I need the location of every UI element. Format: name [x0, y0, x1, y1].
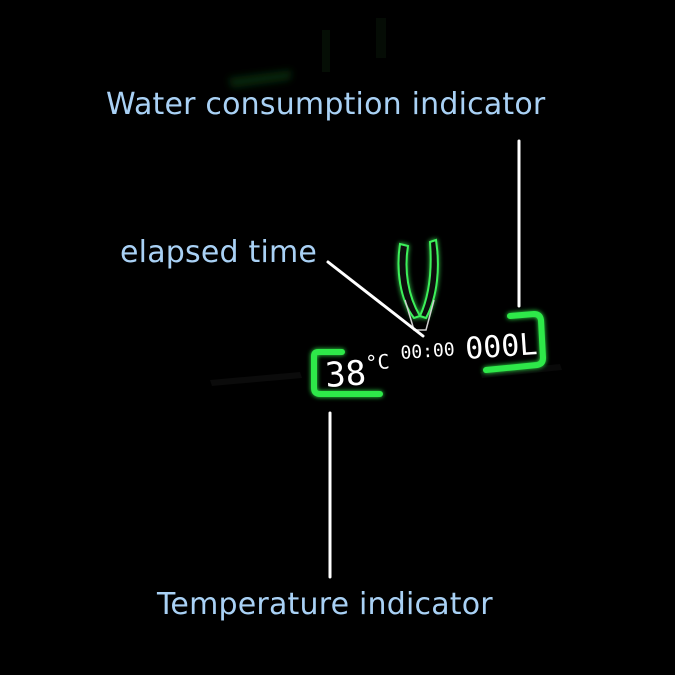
temperature-bracket: [311, 349, 383, 397]
background-reflection: [210, 18, 562, 386]
elapsed-time-label: elapsed time: [120, 235, 318, 270]
elapsed-time-value: 00:00: [400, 339, 456, 364]
leader-lines: [326, 139, 521, 579]
temperature-label: Temperature indicator: [157, 587, 493, 622]
temperature-unit: °C: [365, 349, 391, 375]
showerhead-prongs: [397, 238, 439, 331]
water-consumption-label: Water consumption indicator: [106, 87, 546, 122]
temperature-value: 38: [324, 353, 368, 396]
water-consumption-value: 000L: [464, 327, 539, 367]
leader-line-elapsed: [326, 260, 425, 338]
water-bracket: [483, 310, 547, 373]
